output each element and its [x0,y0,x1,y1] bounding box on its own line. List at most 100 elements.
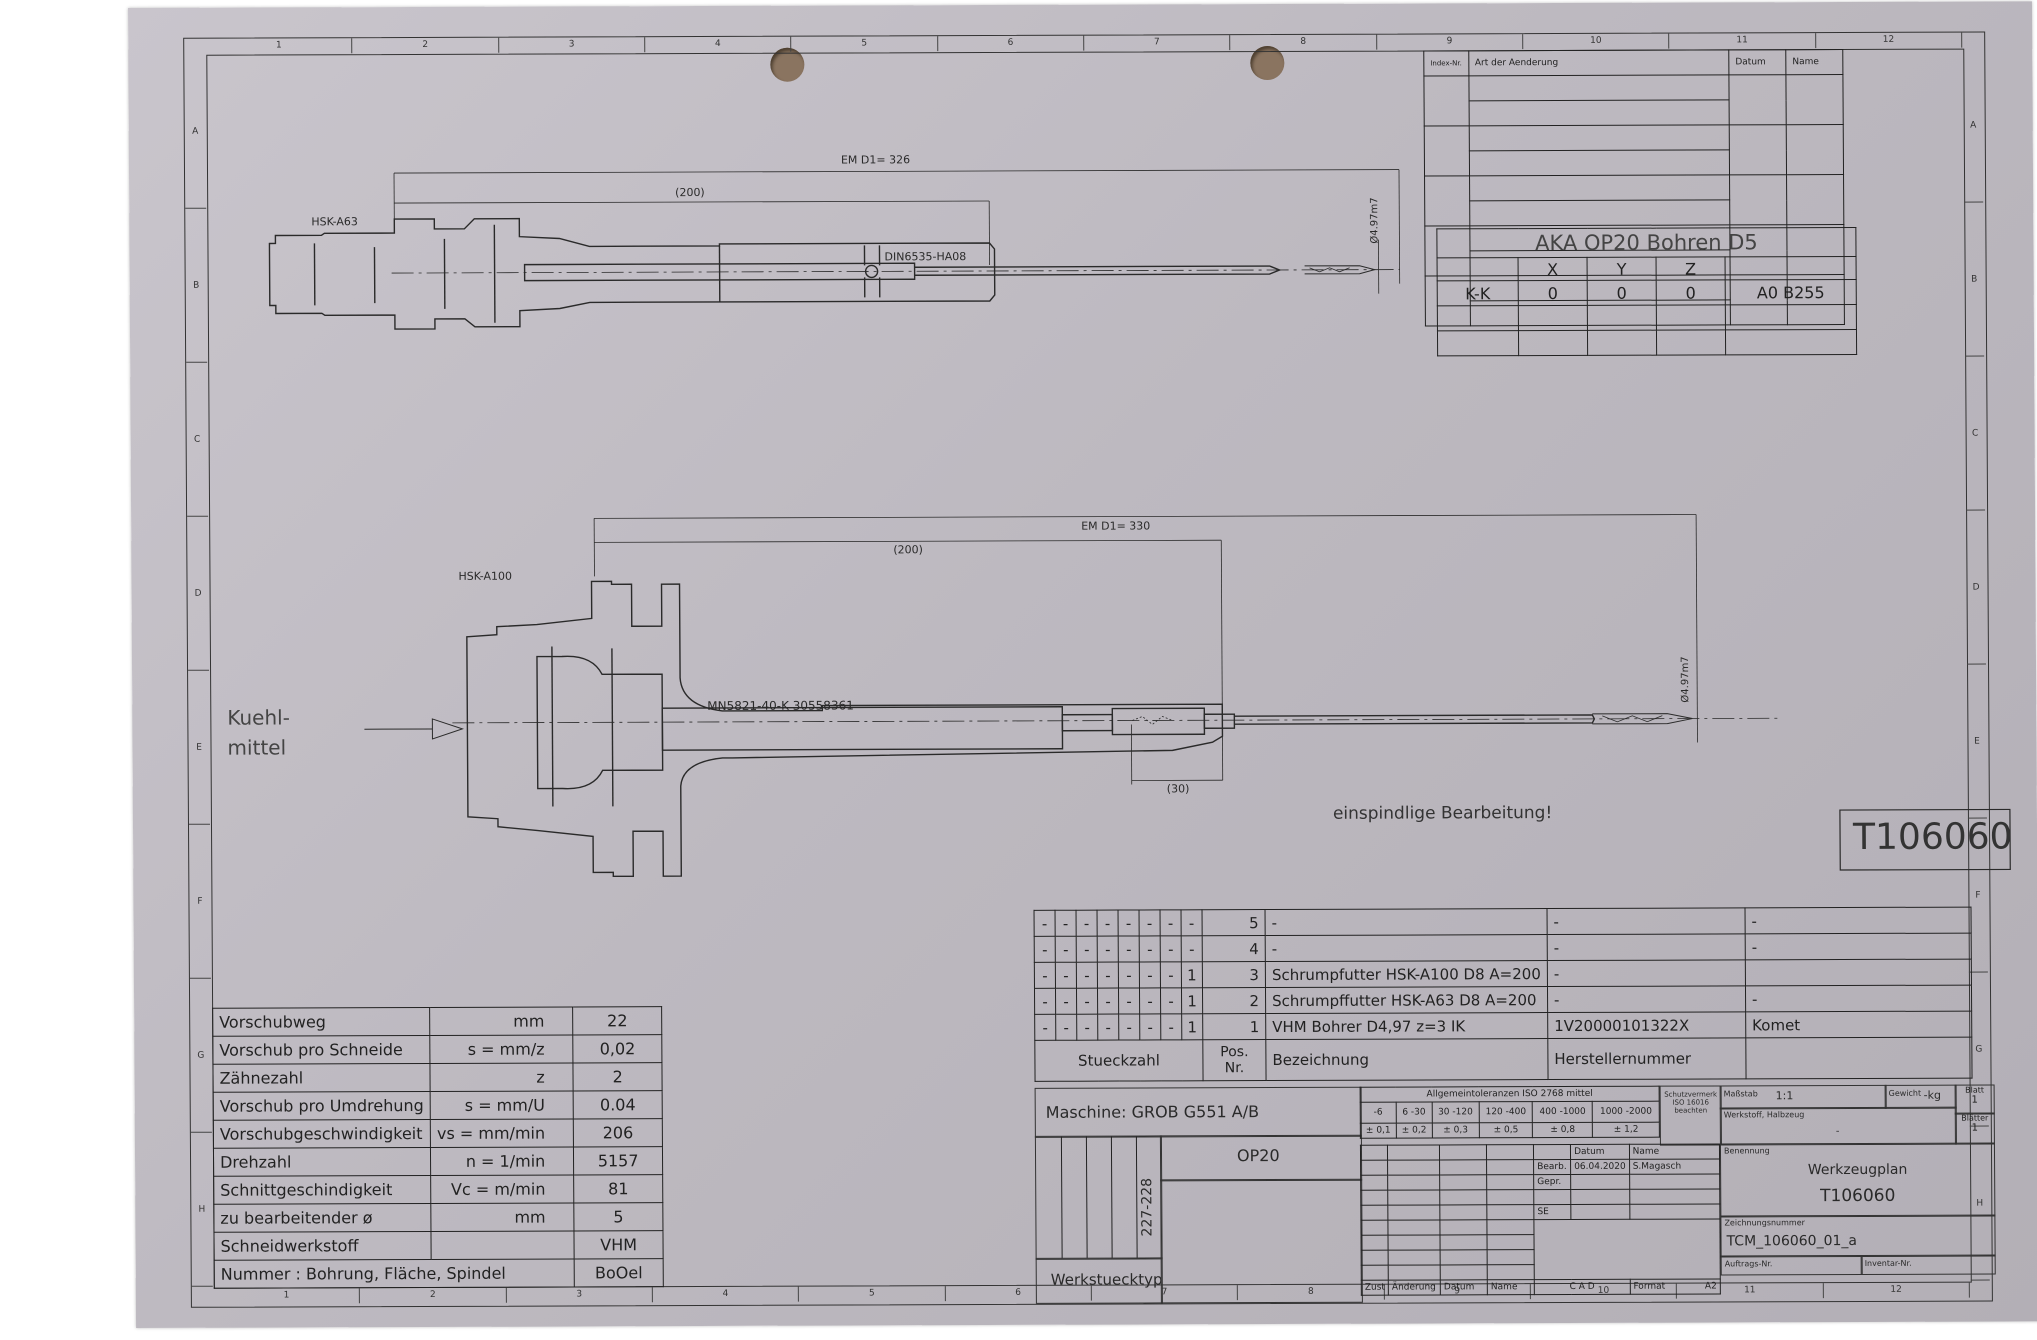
scale-value: 1:1 [1775,1089,1794,1103]
bearb-label: Bearb. [1533,1159,1571,1175]
aenderung-label: Änderung [1388,1279,1441,1296]
name-header: Name [1629,1143,1720,1160]
bom-qty: - [1076,962,1098,989]
drawing-sheet: 1 2 3 4 5 6 7 8 9 10 11 12 1 2 3 4 5 6 7… [128,1,2037,1328]
bom-qty: 1 [1181,987,1203,1014]
bom-qty: - [1139,961,1161,988]
bom-qty: - [1076,988,1098,1015]
param-value: 2 [573,1062,663,1091]
param-value: 81 [573,1174,663,1203]
bom-qty: - [1118,935,1140,963]
param-unit: Vc = m/min [430,1174,575,1204]
tolerance-value: ± 0,3 [1431,1122,1480,1138]
bom-qty: - [1034,910,1056,937]
format-value: A2 [1704,1281,1717,1292]
tolerance-value: ± 0,5 [1479,1122,1533,1138]
param-label: Schnittgeschindigkeit [213,1175,431,1205]
bom-qty: - [1055,1014,1077,1041]
part-range: 227-228 [1139,1177,1156,1237]
bom-part-no: 1V20000101322X [1547,1011,1746,1039]
bom-header-part-no: Herstellernummer [1547,1037,1746,1080]
param-label: Vorschub pro Umdrehung [213,1091,431,1121]
bom-maker: - [1744,907,1972,934]
top-diameter-label: Ø4.97m7 [1369,197,1381,244]
param-label: Schneidwerkstoff [213,1231,432,1261]
top-collet-label: DIN6535-HA08 [884,250,967,264]
tolerance-range: 30 -120 [1431,1101,1480,1123]
bill-of-materials: -------- 5 - - - -------- 4 - - - ------… [1034,907,1973,1082]
machine-label: Maschine: GROB G551 A/B [1045,1102,1260,1122]
drawing-no-label: Zeichnungsnummer [1724,1218,1805,1228]
param-unit: s = mm/U [430,1090,574,1120]
bom-name: Schrumpffutter HSK-A63 D8 A=200 [1265,986,1548,1014]
bom-qty: - [1181,909,1203,936]
datum-label: Datum [1440,1279,1488,1295]
bom-qty: - [1034,936,1056,963]
bom-qty: - [1160,1013,1182,1040]
tool-drawings [268,169,2011,878]
top-dim-total: EM D1= 326 [840,153,911,167]
sheets-label: Blätter [1961,1113,1989,1123]
param-value: 22 [572,1006,662,1035]
bom-name: - [1265,908,1548,936]
bom-row: -------1 3 Schrumpfutter HSK-A100 D8 A=2… [1034,959,1972,989]
single-spindle-note: einspindlige Bearbeitung! [1332,803,1553,824]
designation-box: Benennung Werkzeugplan T106060 [1719,1142,1996,1218]
sheets-value: 1 [1971,1122,1979,1134]
workpiece-type-label: Werkstuecktyp [1050,1270,1163,1289]
bom-qty: - [1160,961,1182,988]
bottom-tool-drawing [364,514,1778,878]
bom-qty: - [1118,961,1140,989]
tolerance-value: ± 0,1 [1360,1123,1397,1139]
bom-qty: - [1055,962,1077,989]
top-tool-drawing [268,169,1401,330]
bom-qty: - [1160,935,1182,962]
scale-box: Maßstab 1:1 [1719,1084,1887,1110]
coolant-label-1: Kuehl- [227,705,290,730]
tolerance-range: 400 -1000 [1532,1101,1593,1123]
bom-part-no: - [1547,933,1746,961]
bom-pos: 5 [1202,909,1266,936]
name-label: Name [1487,1279,1535,1295]
operation-label: OP20 [1236,1146,1280,1166]
bom-qty: 1 [1181,961,1203,988]
bom-qty: - [1034,988,1056,1015]
bom-qty: - [1118,909,1140,937]
bom-qty: - [1118,987,1140,1015]
bom-row: -------- 5 - - - [1034,907,1972,937]
bom-pos: 2 [1202,987,1266,1014]
bom-qty: - [1097,910,1119,937]
bom-maker: - [1745,933,1972,960]
scale-label: Maßstab [1723,1089,1758,1099]
operation-box: OP20 [1159,1134,1363,1182]
bom-qty: - [1076,910,1098,937]
bom-qty: - [1139,1013,1161,1040]
param-unit: z [430,1062,574,1092]
weight-label: Gewicht [1888,1088,1922,1098]
sheet-box: Blatt 1 [1954,1084,1995,1115]
param-unit: n = 1/min [430,1146,574,1176]
drawing-number-box: Zeichnungsnummer TCM_106060_01_a [1720,1214,1996,1258]
param-label: Vorschubgeschwindigkeit [213,1119,431,1149]
gepr-label: Gepr. [1533,1174,1571,1190]
cad-label: C A D [1534,1279,1630,1295]
date-header: Datum [1570,1144,1630,1160]
bom-pos: 1 [1202,1013,1266,1040]
bottom-screw-label: MN5821-40-K 30558361 [707,698,854,713]
param-unit: vs = mm/min [430,1118,574,1148]
bom-qty: - [1097,962,1119,989]
param-value: 0,02 [572,1034,662,1063]
bom-row: -------1 1 VHM Bohrer D4,97 z=3 IK 1V200… [1034,1011,1972,1041]
bom-qty: - [1139,909,1161,936]
bottom-dim-total: EM D1= 330 [1081,519,1151,533]
param-value: BoOel [574,1258,664,1287]
bom-name: VHM Bohrer D4,97 z=3 IK [1265,1012,1548,1040]
bom-maker: Komet [1745,1011,1972,1038]
